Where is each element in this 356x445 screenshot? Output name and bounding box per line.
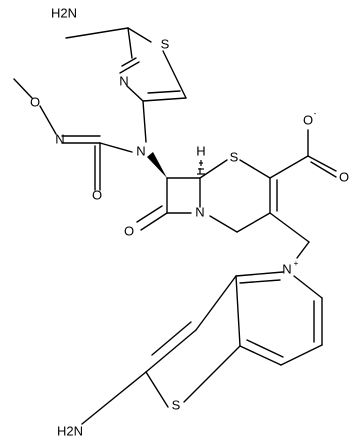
bond	[65, 27, 129, 39]
bond	[195, 275, 237, 331]
methoxy-o-label: O	[30, 94, 40, 109]
bond	[269, 212, 310, 243]
amide-o-label: O	[92, 187, 102, 202]
bond	[13, 78, 33, 99]
ring-s-label: S	[230, 149, 239, 164]
bond	[310, 161, 337, 178]
wedge-bond	[147, 152, 167, 178]
bond	[235, 271, 284, 277]
carboxylate-o-minus-label: O	[303, 112, 313, 127]
carboxylate-o-label: O	[339, 169, 349, 184]
beta-lactam-o-label: O	[124, 223, 134, 238]
bond	[162, 50, 187, 99]
bond	[39, 105, 57, 135]
bond	[307, 155, 337, 172]
bond	[142, 100, 147, 143]
bond	[236, 212, 271, 233]
bond	[136, 205, 163, 223]
bond	[142, 97, 187, 102]
bond-lines	[13, 27, 337, 425]
bond	[147, 90, 181, 94]
bond	[145, 329, 197, 373]
bond	[269, 155, 309, 179]
thiazole-n-label: N	[119, 73, 128, 88]
bond	[280, 344, 323, 366]
stereo-h-label: H	[196, 143, 205, 158]
bond	[239, 279, 281, 284]
bond	[119, 61, 140, 74]
carboxylate-charge-label: -	[314, 109, 317, 118]
bond	[239, 345, 282, 366]
bond	[145, 371, 169, 408]
pyridinium-charge-label: +	[294, 259, 299, 268]
pyridinium-n-label: N	[282, 261, 291, 276]
bond	[199, 159, 228, 179]
bond	[121, 57, 137, 67]
bond	[209, 215, 238, 233]
thieno-s-label: S	[172, 397, 181, 412]
bond	[246, 339, 284, 358]
oxime-n-label: N	[55, 131, 64, 146]
bond	[239, 159, 271, 179]
bond	[183, 345, 241, 403]
thiazole-s-label: S	[161, 36, 170, 51]
bond	[151, 321, 192, 356]
beta-lactam-n-label: N	[195, 204, 204, 219]
amide-n-label: N	[136, 143, 145, 158]
stereo-bonds	[147, 152, 205, 178]
bond	[293, 275, 323, 299]
bond	[81, 371, 147, 425]
amino-thiazole-nh2-label: H2N	[51, 5, 77, 20]
bond	[296, 241, 310, 259]
bond	[126, 85, 144, 102]
bond	[140, 212, 168, 231]
bond	[235, 275, 241, 347]
atom-labels: H2N N S O N O N H S O - O O N N + S H2N	[30, 5, 349, 438]
bond	[127, 27, 152, 43]
bond	[127, 27, 133, 59]
bottom-nh2-label: H2N	[57, 423, 83, 438]
bond	[99, 142, 133, 153]
